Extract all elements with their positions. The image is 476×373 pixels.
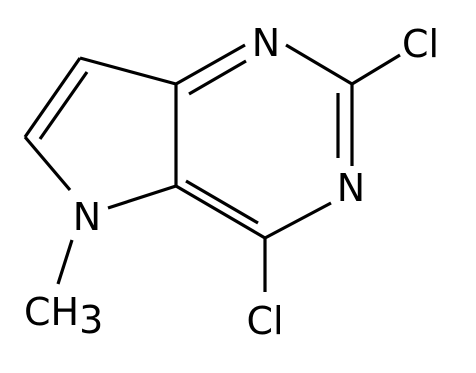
- atom-n5-label: N: [73, 195, 101, 239]
- bond-n1-c2: [285, 43, 353, 86]
- bond-n5-c4a: [107, 184, 177, 210]
- bond-c4-c4a-double: [185, 179, 259, 225]
- bond-c6-n5: [23, 135, 72, 192]
- atom-n3-label: N: [337, 166, 365, 210]
- bond-c7a-n1: [175, 43, 246, 86]
- bond-n3-c4: [264, 201, 332, 240]
- methyl-ch-text: CH: [24, 290, 79, 334]
- bond-c6-c7: [23, 57, 82, 138]
- bond-c7-c7a: [79, 56, 177, 86]
- bond-n5-methyl: [56, 239, 74, 285]
- atom-n1-label: N: [252, 21, 280, 65]
- bond-c2-cl: [351, 53, 401, 86]
- bond-c6-c7-double: [38, 71, 89, 140]
- bond-c7a-n1-double: [188, 59, 247, 96]
- methyl-group-label: CH3: [24, 290, 103, 342]
- atom-cl4-label: Cl: [246, 299, 283, 343]
- atom-cl2-label: Cl: [402, 22, 439, 66]
- methyl-subscript-3: 3: [79, 298, 103, 342]
- bond-c4-c4a: [175, 184, 266, 240]
